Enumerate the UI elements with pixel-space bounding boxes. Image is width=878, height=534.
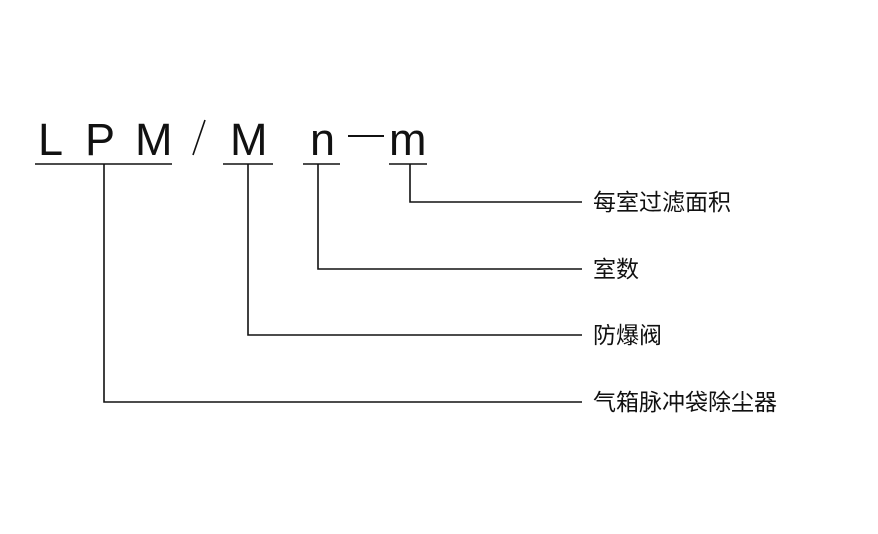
code-letter-l: L [38, 114, 63, 165]
label-product-name: 气箱脉冲袋除尘器 [593, 390, 777, 416]
label-explosion-valve: 防爆阀 [593, 323, 662, 349]
leader-n [317, 164, 582, 270]
label-chamber-count: 室数 [593, 257, 639, 283]
code-slash [192, 119, 206, 156]
label-filter-area: 每室过滤面积 [593, 190, 731, 216]
leader-lpm [103, 164, 582, 403]
code-letter-p: P [85, 114, 115, 165]
code-letter-m3: m [389, 114, 427, 165]
code-letter-n: n [310, 114, 335, 165]
code-letter-m1: M [135, 114, 173, 165]
code-letter-m2: M [230, 114, 268, 165]
leader-m-area [409, 164, 582, 203]
leader-m [247, 164, 582, 336]
